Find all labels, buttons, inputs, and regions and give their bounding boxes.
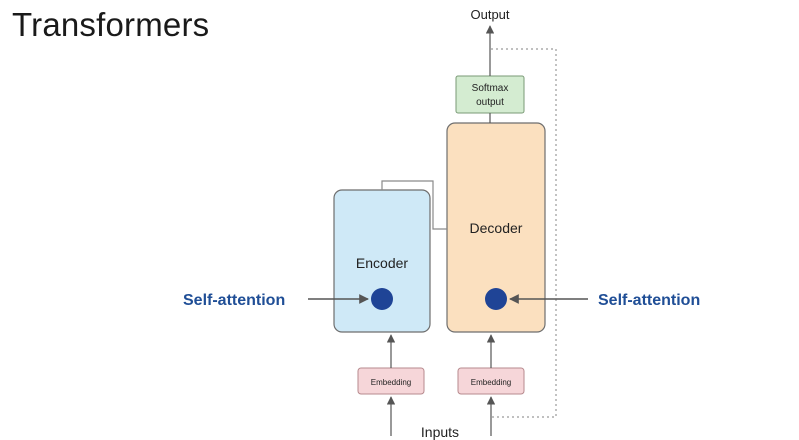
self-attention-right-label: Self-attention xyxy=(598,292,700,309)
decoder-box xyxy=(446,122,546,333)
embedding-label-right: Embedding xyxy=(471,378,511,387)
inputs-label: Inputs xyxy=(421,424,459,440)
encoder-attention-dot xyxy=(371,288,393,310)
softmax-label-line1: Softmax xyxy=(472,83,509,94)
output-label: Output xyxy=(470,7,509,22)
feedback-dotted-line xyxy=(491,48,557,418)
decoder-attention-dot xyxy=(485,288,507,310)
self-attention-left-label: Self-attention xyxy=(183,292,285,309)
softmax-label-line2: output xyxy=(476,97,504,108)
embedding-label-left: Embedding xyxy=(371,378,411,387)
slide-title: Transformers xyxy=(12,6,210,43)
encoder-label: Encoder xyxy=(356,255,408,271)
decoder-label: Decoder xyxy=(470,220,523,236)
encoder-decoder-connector xyxy=(381,180,447,230)
